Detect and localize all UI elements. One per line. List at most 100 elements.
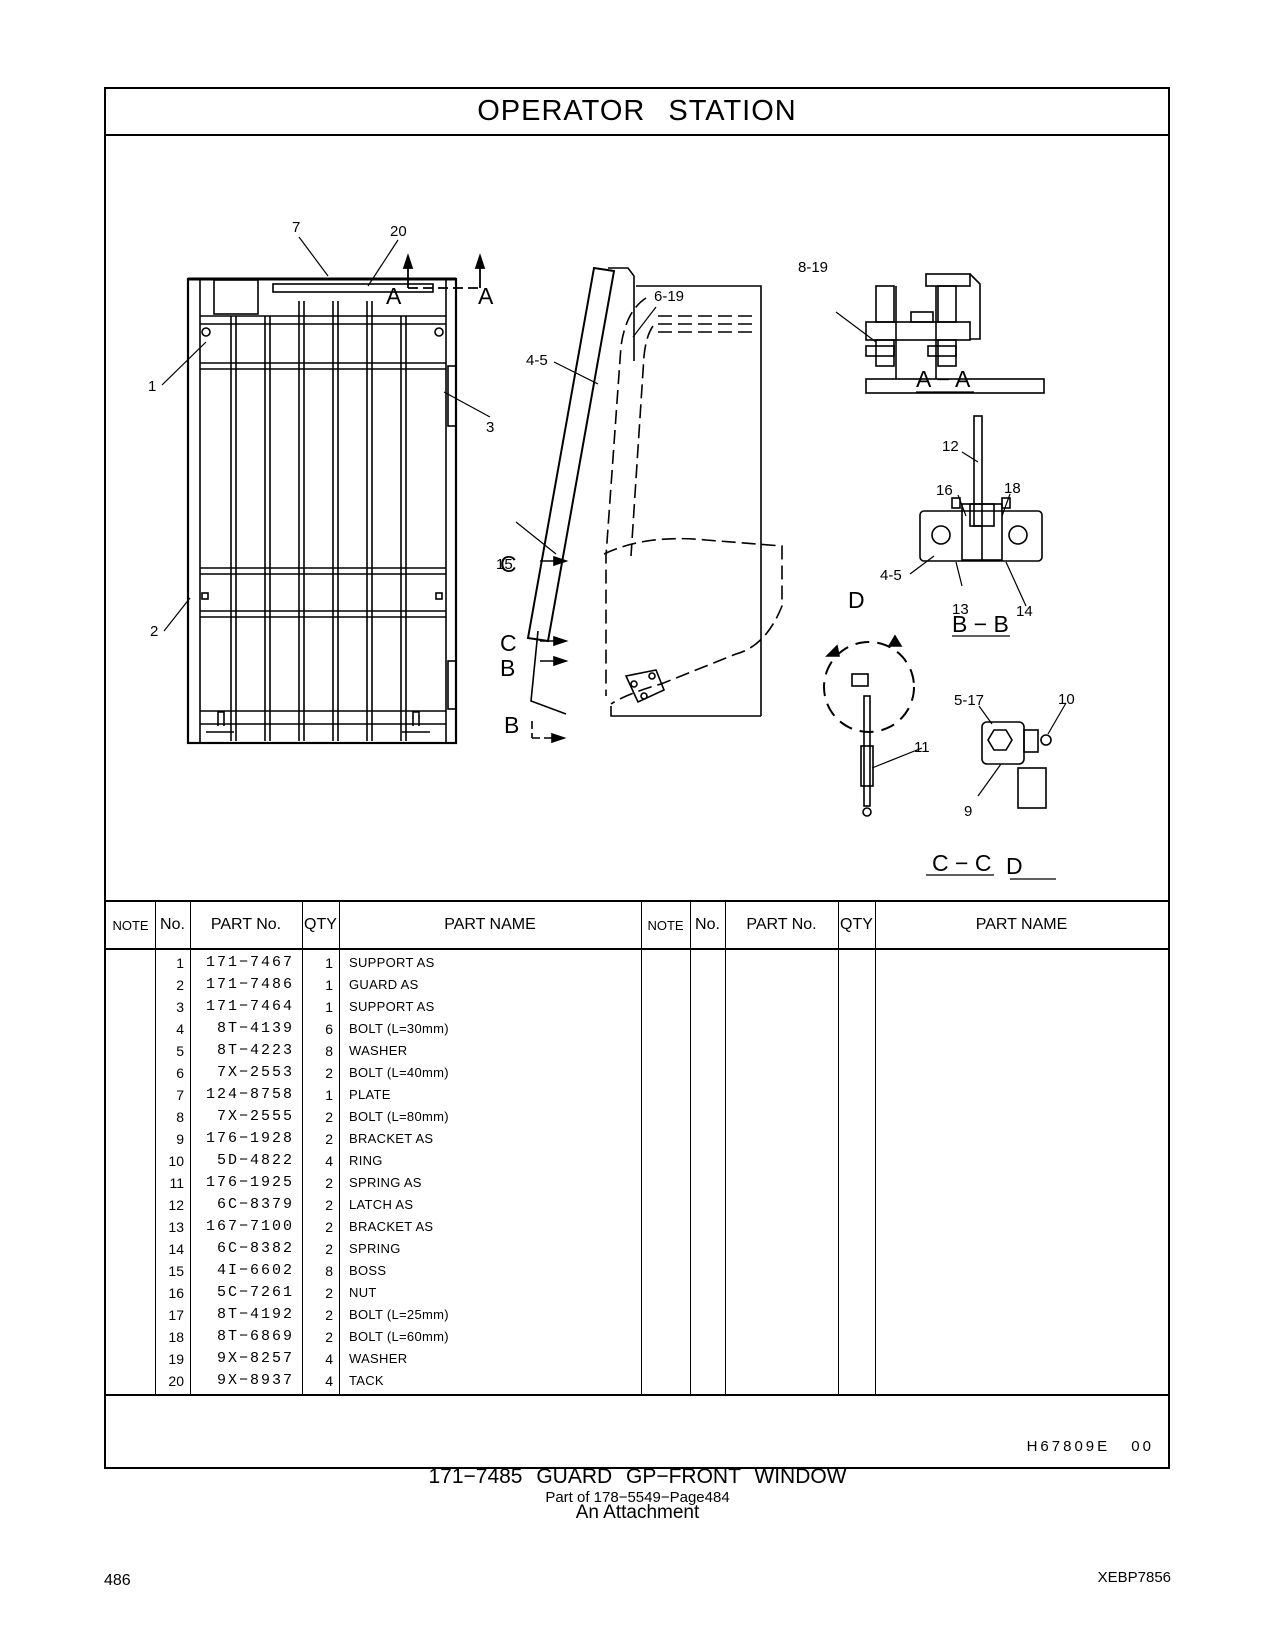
front-guard-view [186, 277, 458, 745]
callout-10: 10 [1058, 691, 1075, 708]
header-part-no: PART No. [746, 916, 817, 933]
part-name: BOLT (L=30mm) [349, 1021, 449, 1036]
item-number: 1 [176, 955, 184, 971]
marker-d: D [848, 587, 865, 613]
header-part-name: PART NAME [975, 916, 1068, 933]
caption-title: 171−7485 GUARD GP−FRONT WINDOW [428, 1465, 847, 1488]
quantity: 2 [325, 1197, 333, 1213]
part-number: 171−7464 [205, 998, 294, 1015]
col-no [690, 902, 725, 1394]
drawing-footer: H67809E 00 [106, 1394, 1168, 1467]
table-header-left: NOTE No. PART No. QTY PART NAME [106, 902, 641, 950]
col-note [641, 902, 690, 1394]
parts-list: NOTE No. PART No. QTY PART NAME 1 171−746… [106, 900, 1168, 1394]
part-name: BOLT (L=80mm) [349, 1109, 449, 1124]
quantity: 8 [325, 1043, 333, 1059]
part-name: RING [349, 1153, 383, 1168]
col-part-name [875, 902, 1168, 1394]
item-number: 19 [168, 1351, 184, 1367]
header-part-name: PART NAME [444, 916, 536, 933]
view-label-a-a: A − A [916, 366, 971, 392]
part-name: BOLT (L=25mm) [349, 1307, 449, 1322]
callout-20: 20 [390, 223, 407, 240]
col-qty [302, 902, 339, 1394]
drawing-id: H67809E 00 [1026, 1438, 1154, 1455]
quantity: 2 [325, 1131, 333, 1147]
item-number: 4 [176, 1021, 184, 1037]
item-number: 2 [176, 977, 184, 993]
page-number: 486 [104, 1572, 131, 1589]
part-number: 176−1925 [205, 1174, 294, 1191]
part-name: NUT [349, 1285, 377, 1300]
part-number: 176−1928 [205, 1130, 294, 1147]
document-code: XEBP7856 [1097, 1569, 1171, 1586]
view-label-d: D [1006, 853, 1023, 879]
part-name: TACK [349, 1373, 384, 1388]
item-number: 9 [176, 1131, 184, 1147]
part-number: 167−7100 [205, 1218, 294, 1235]
col-part-name [339, 902, 641, 1394]
quantity: 2 [325, 1307, 333, 1323]
side-window-view [526, 266, 783, 744]
page-title: OPERATOR STATION [106, 89, 1168, 136]
callout-12: 12 [942, 438, 959, 455]
header-qty: QTY [304, 916, 337, 933]
part-name: GUARD AS [349, 977, 419, 992]
quantity: 2 [325, 1175, 333, 1191]
col-part-no [190, 902, 302, 1394]
header-no: No. [160, 916, 185, 933]
part-number: 8T−4139 [216, 1020, 294, 1037]
part-number: 6C−8379 [216, 1196, 294, 1213]
quantity: 4 [325, 1373, 333, 1389]
item-number: 11 [169, 1175, 184, 1191]
part-number: 171−7486 [205, 976, 294, 993]
item-number: 16 [168, 1285, 184, 1301]
part-number: 9X−8257 [216, 1350, 294, 1367]
callout-18: 18 [1004, 480, 1021, 497]
caption-part-of: Part of 178−5549−Page484 [545, 1489, 730, 1506]
callout-5-17: 5-17 [954, 692, 984, 709]
callout-4-5-b: 4-5 [880, 567, 902, 584]
callout-8-19: 8-19 [798, 259, 828, 276]
col-part-no [725, 902, 838, 1394]
callout-11: 11 [914, 739, 930, 756]
part-name: WASHER [349, 1351, 408, 1366]
col-qty [838, 902, 875, 1394]
item-number: 18 [168, 1329, 184, 1345]
callout-1: 1 [148, 378, 156, 395]
caption-attachment: An Attachment [575, 1502, 700, 1523]
part-name: BOSS [349, 1263, 387, 1278]
quantity: 2 [325, 1065, 333, 1081]
item-number: 3 [176, 999, 184, 1015]
section-a-arrows [402, 253, 486, 289]
header-part-no: PART No. [210, 916, 282, 933]
quantity: 4 [325, 1153, 333, 1169]
view-b-b [919, 415, 1043, 562]
header-note: NOTE [647, 917, 684, 933]
col-no [155, 902, 190, 1394]
header-note: NOTE [112, 917, 149, 933]
item-number: 13 [168, 1219, 184, 1235]
quantity: 2 [325, 1329, 333, 1345]
part-number: 6C−8382 [216, 1240, 294, 1257]
callout-14: 14 [1016, 603, 1033, 620]
part-name: SUPPORT AS [349, 955, 435, 970]
header-no: No. [695, 916, 720, 933]
item-number: 12 [168, 1197, 184, 1213]
part-number: 8T−4192 [216, 1306, 294, 1323]
part-number: 8T−6869 [216, 1328, 294, 1345]
quantity: 1 [325, 999, 333, 1015]
